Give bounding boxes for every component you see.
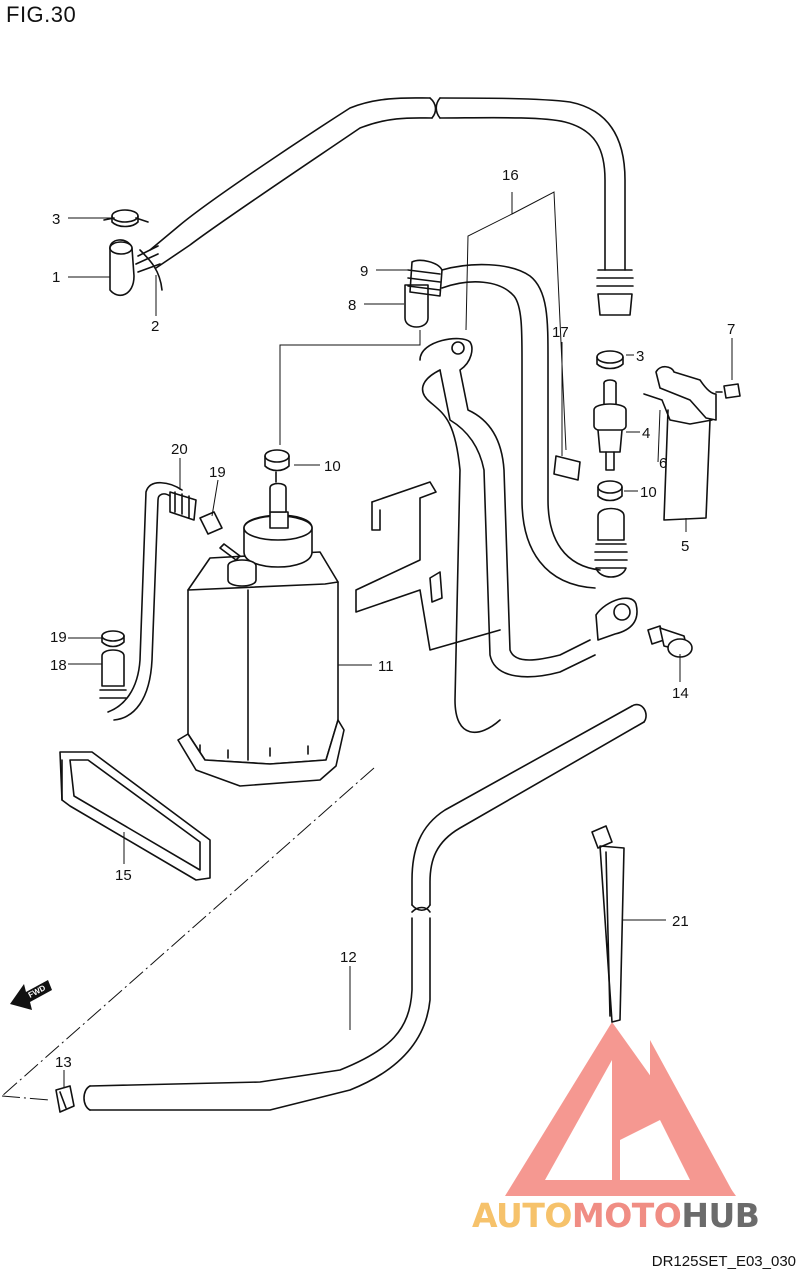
callout-19a: 19 [50,629,67,646]
part-14-bolt [647,625,693,658]
callout-9: 9 [360,263,368,280]
part-5-6-7-bracket [643,365,741,521]
callout-13: 13 [55,1054,72,1071]
watermark-logo [505,1022,736,1196]
callout-14: 14 [672,685,689,702]
part-1-elbow [109,239,135,297]
mounting-plate [355,481,501,651]
callout-3b: 3 [636,348,644,365]
part-4-valve [593,350,627,471]
callout-2: 2 [151,318,159,335]
callout-16: 16 [502,167,519,184]
callout-1: 1 [52,269,60,286]
part-10-clamp-right [594,480,628,578]
watermark-text: AUTOMOTOHUB [472,1196,760,1235]
callout-labels: 1 2 3 3 4 5 6 7 8 9 10 10 11 12 13 14 15… [50,167,735,1071]
part-3-clip-a [103,209,149,228]
callout-8: 8 [348,297,356,314]
callout-3a: 3 [52,211,60,228]
callout-20: 20 [171,441,188,458]
callout-10a: 10 [324,458,341,475]
hose-2 [135,97,634,316]
callout-4: 4 [642,425,650,442]
callout-15: 15 [115,867,132,884]
callout-21: 21 [672,913,689,930]
callout-11: 11 [378,658,394,675]
callout-10b: 10 [640,484,657,501]
part-20-hose [99,481,223,721]
callout-17: 17 [552,324,569,341]
figure-title: FIG.30 [6,2,77,27]
callout-19b: 19 [209,464,226,481]
figure-code: DR125SET_E03_030 [651,1253,796,1270]
callout-5: 5 [681,538,689,555]
callout-12: 12 [340,949,357,966]
part-15-strap [59,751,211,881]
part-16-bracket [419,337,638,734]
part-11-canister [177,482,345,787]
part-12-hose [83,703,647,1111]
fwd-arrow-icon: FWD [10,980,52,1010]
leader-lines [63,191,733,1088]
part-13-cap [55,1085,75,1113]
reference-line [1,767,375,1097]
part-17-clip [553,455,581,481]
part-9-8-connector [404,259,601,589]
part-21-tie [591,825,625,1023]
part-10-clamp-left [264,330,421,483]
callout-7: 7 [727,321,735,338]
callout-18: 18 [50,657,67,674]
callout-6: 6 [659,455,667,472]
